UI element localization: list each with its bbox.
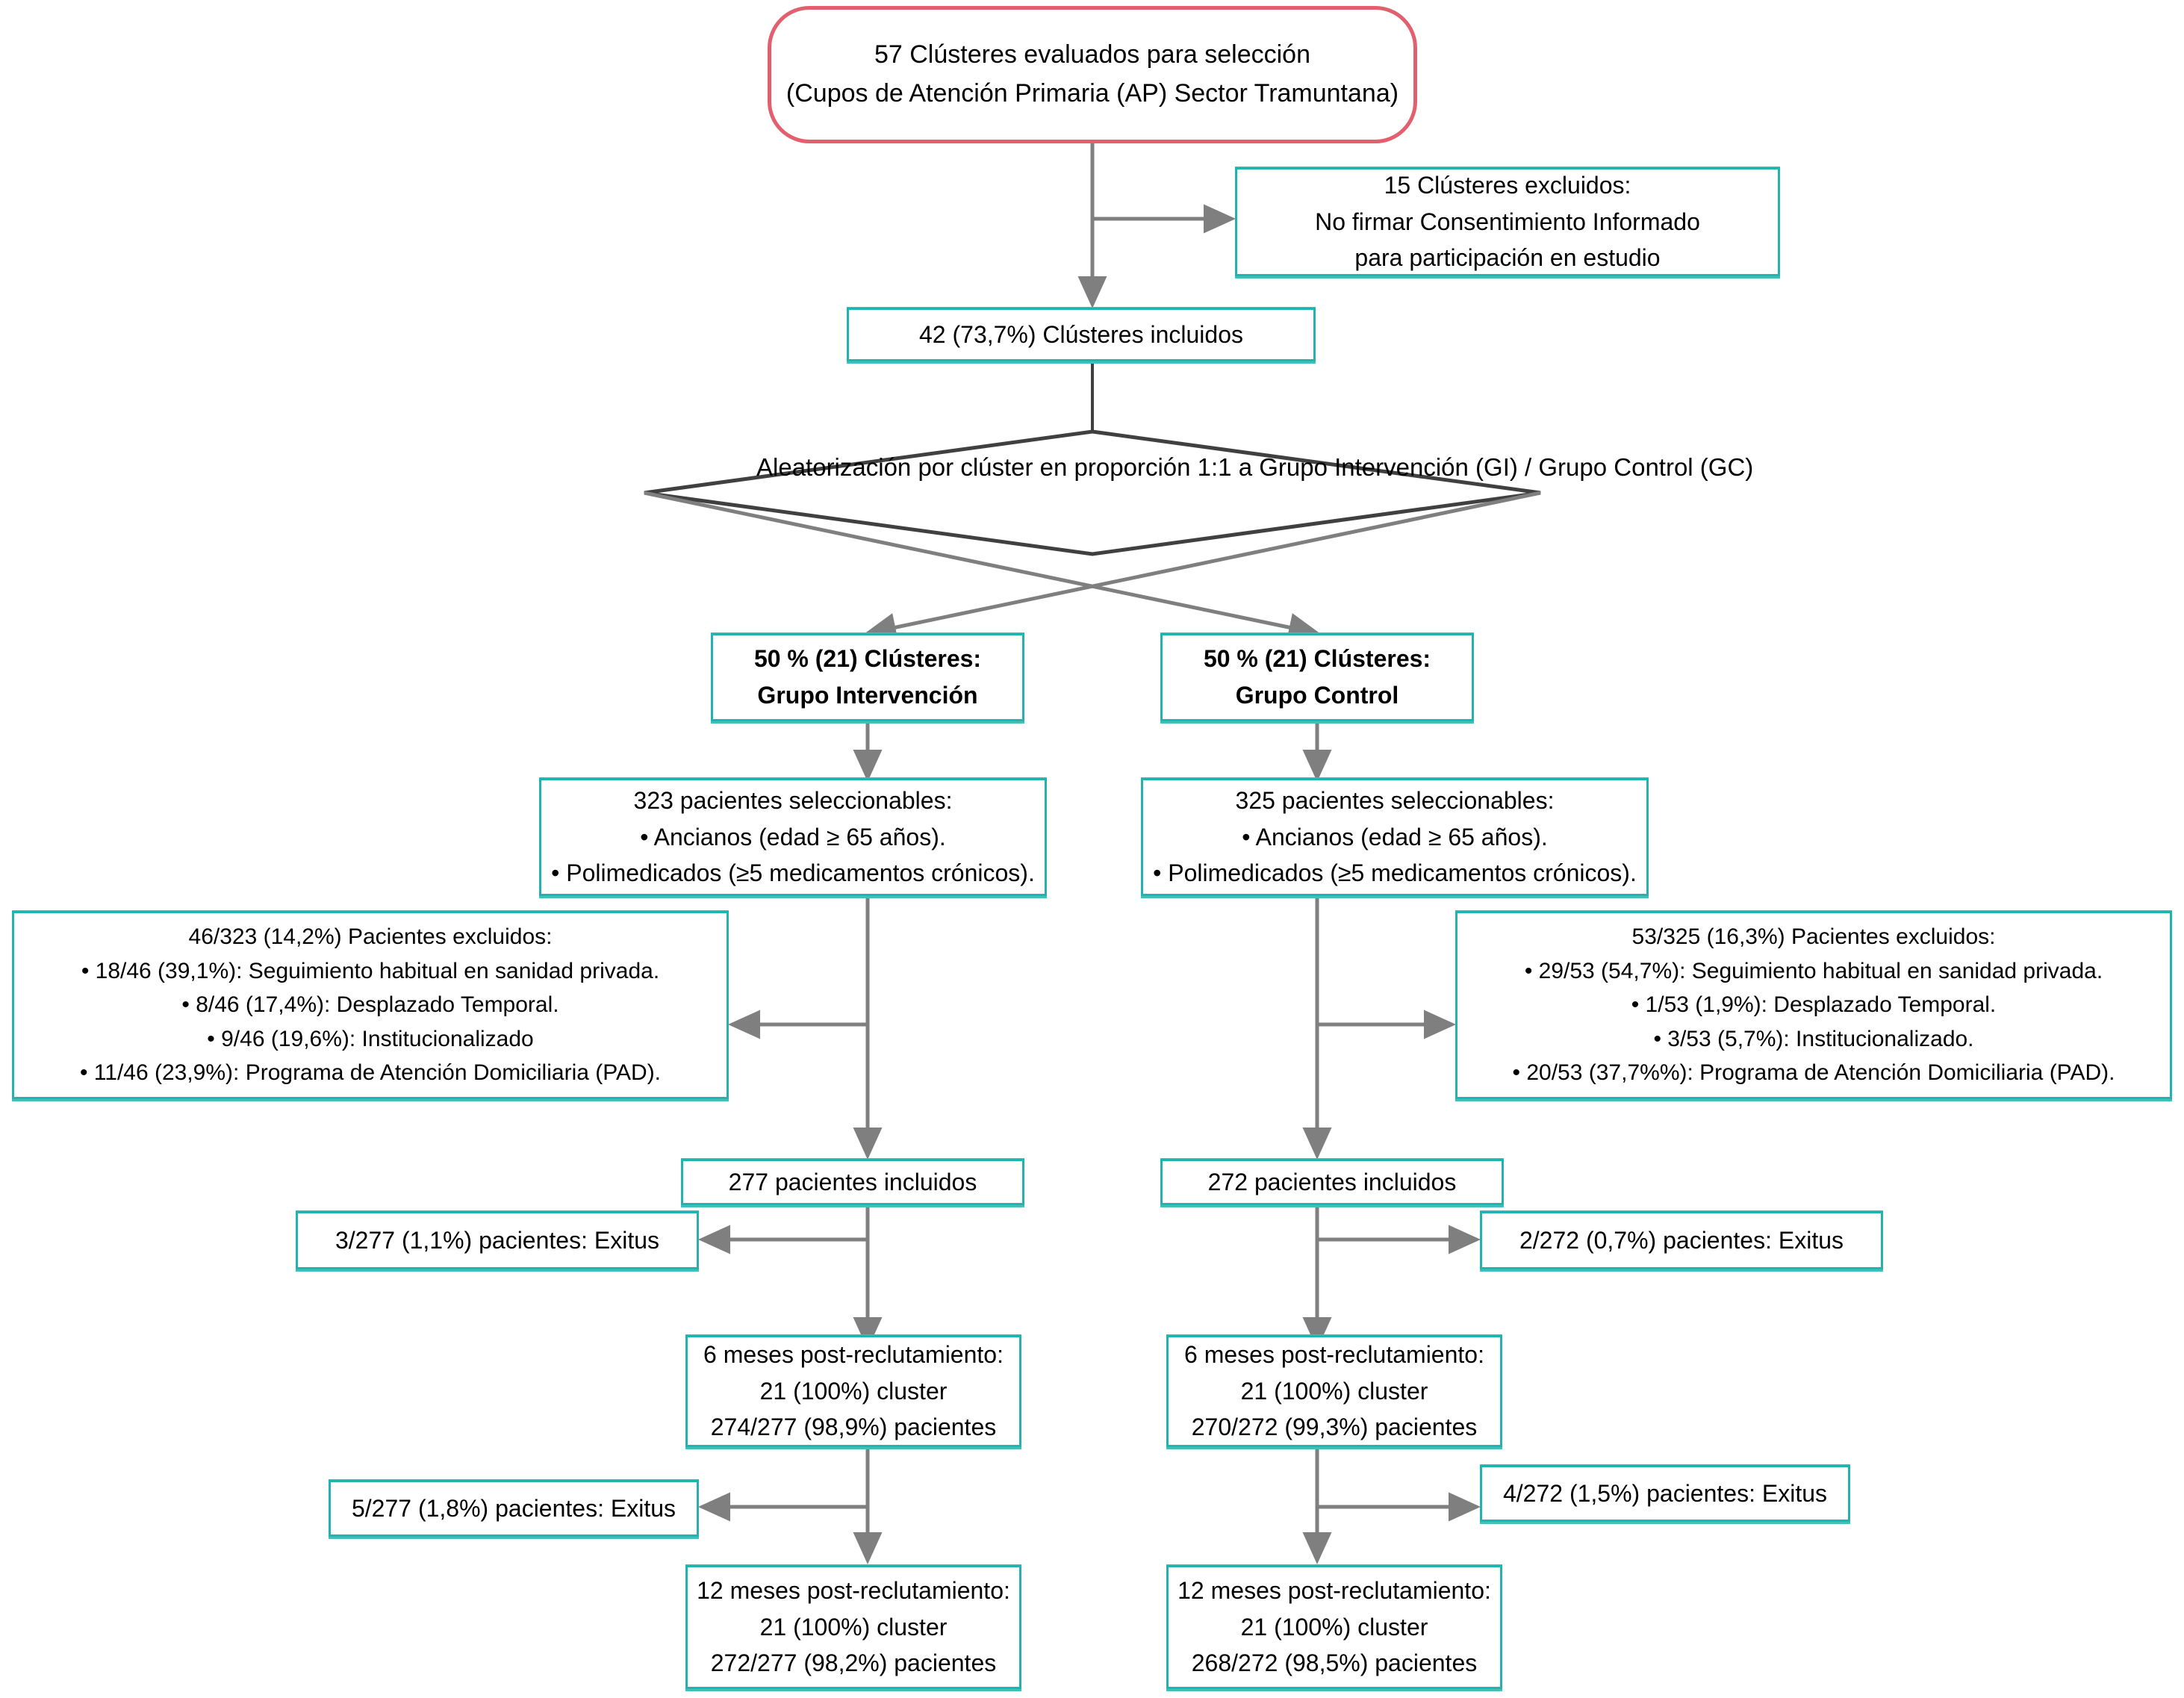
node-line: 274/277 (98,9%) pacientes <box>710 1414 997 1441</box>
node-line: 2/272 (0,7%) pacientes: Exitus <box>1519 1226 1844 1254</box>
node-followup-12m-intervention: 12 meses post-reclutamiento: 21 (100%) c… <box>685 1565 1021 1689</box>
node-line: 53/325 (16,3%) Pacientes excluidos: <box>1631 924 1996 950</box>
node-line: (Cupos de Atención Primaria (AP) Sector … <box>785 79 1399 108</box>
node-line: • Ancianos (edad ≥ 65 años). <box>640 823 946 850</box>
node-line: 268/272 (98,5%) pacientes <box>1191 1649 1478 1677</box>
node-line: 6 meses post-reclutamiento: <box>703 1341 1004 1369</box>
node-included-patients-intervention: 277 pacientes incluidos <box>681 1159 1024 1205</box>
node-line: • 8/46 (17,4%): Desplazado Temporal. <box>181 992 559 1018</box>
edge-randomization-to-intervention <box>864 491 1541 642</box>
node-eligible-patients-intervention: 323 pacientes seleccionables: • Ancianos… <box>539 778 1047 896</box>
node-line: Grupo Intervención (GI) / Grupo Control … <box>1259 453 1754 481</box>
node-followup-6m-intervention: 6 meses post-reclutamiento: 21 (100%) cl… <box>685 1335 1021 1447</box>
node-line: 12 meses post-reclutamiento: <box>697 1577 1010 1605</box>
node-line: 21 (100%) cluster <box>1240 1613 1428 1641</box>
node-line: 57 Clústeres evaluados para selección <box>874 40 1310 69</box>
edge-randomization-to-control <box>644 491 1321 642</box>
node-line: • 11/46 (23,9%): Programa de Atención Do… <box>79 1060 662 1086</box>
node-line: 46/323 (14,2%) Pacientes excluidos: <box>188 924 553 950</box>
node-line: 21 (100%) cluster <box>759 1377 948 1405</box>
node-line: 50 % (21) Clústeres: <box>753 645 982 673</box>
node-line: • 9/46 (19,6%): Institucionalizado <box>207 1026 534 1051</box>
node-line: Aleatorización por clúster en proporción… <box>756 453 1253 481</box>
node-exitus-6m-control: 2/272 (0,7%) pacientes: Exitus <box>1480 1211 1883 1269</box>
node-line: • 20/53 (37,7%%): Programa de Atención D… <box>1512 1060 2115 1086</box>
node-line: Grupo Control <box>1235 682 1399 709</box>
node-exitus-12m-control: 4/272 (1,5%) pacientes: Exitus <box>1480 1465 1850 1522</box>
node-line: 50 % (21) Clústeres: <box>1203 645 1431 673</box>
node-line: No firmar Consentimiento Informado <box>1315 208 1700 235</box>
node-line: 325 pacientes seleccionables: <box>1235 787 1555 815</box>
node-line: 272 pacientes incluidos <box>1207 1168 1457 1195</box>
node-line: • 29/53 (54,7%): Seguimiento habitual en… <box>1524 958 2103 983</box>
node-clusters-excluded: 15 Clústeres excluidos: No firmar Consen… <box>1235 167 1780 276</box>
node-line: 270/272 (99,3%) pacientes <box>1191 1414 1478 1441</box>
node-line: 4/272 (1,5%) pacientes: Exitus <box>1502 1479 1827 1507</box>
node-line: • 1/53 (1,9%): Desplazado Temporal. <box>1631 992 1997 1018</box>
node-line: Grupo Intervención <box>757 682 978 709</box>
node-line: • 3/53 (5,7%): Institucionalizado. <box>1653 1026 1974 1051</box>
node-followup-12m-control: 12 meses post-reclutamiento: 21 (100%) c… <box>1166 1565 1502 1689</box>
node-randomization-label: Aleatorización por clúster en proporción… <box>756 448 1753 486</box>
node-excluded-patients-control: 53/325 (16,3%) Pacientes excluidos: • 29… <box>1455 911 2172 1099</box>
node-line: • Ancianos (edad ≥ 65 años). <box>1242 823 1548 850</box>
node-line: • 18/46 (39,1%): Seguimiento habitual en… <box>81 958 660 983</box>
node-clusters-assessed: 57 Clústeres evaluados para selección (C… <box>768 6 1417 143</box>
node-line: 15 Clústeres excluidos: <box>1384 172 1631 199</box>
node-line: 42 (73,7%) Clústeres incluidos <box>919 320 1243 348</box>
node-line: 323 pacientes seleccionables: <box>633 787 953 815</box>
node-line: 6 meses post-reclutamiento: <box>1184 1341 1484 1369</box>
node-line: 21 (100%) cluster <box>1240 1377 1428 1405</box>
node-line: 272/277 (98,2%) pacientes <box>710 1649 997 1677</box>
node-exitus-12m-intervention: 5/277 (1,8%) pacientes: Exitus <box>329 1480 699 1537</box>
node-line: 5/277 (1,8%) pacientes: Exitus <box>351 1494 676 1522</box>
node-exitus-6m-intervention: 3/277 (1,1%) pacientes: Exitus <box>296 1211 699 1269</box>
node-clusters-included: 42 (73,7%) Clústeres incluidos <box>847 308 1316 361</box>
node-line: 12 meses post-reclutamiento: <box>1177 1577 1491 1605</box>
node-included-patients-control: 272 pacientes incluidos <box>1160 1159 1504 1205</box>
node-line: 277 pacientes incluidos <box>728 1168 977 1195</box>
node-arm-intervention: 50 % (21) Clústeres: Grupo Intervención <box>711 633 1024 721</box>
node-line: • Polimedicados (≥5 medicamentos crónico… <box>551 859 1035 887</box>
node-excluded-patients-intervention: 46/323 (14,2%) Pacientes excluidos: • 18… <box>12 911 729 1099</box>
node-eligible-patients-control: 325 pacientes seleccionables: • Ancianos… <box>1141 778 1649 896</box>
node-line: • Polimedicados (≥5 medicamentos crónico… <box>1153 859 1637 887</box>
node-line: para participación en estudio <box>1354 244 1661 272</box>
node-line: 3/277 (1,1%) pacientes: Exitus <box>335 1226 659 1254</box>
node-followup-6m-control: 6 meses post-reclutamiento: 21 (100%) cl… <box>1166 1335 1502 1447</box>
node-line: 21 (100%) cluster <box>759 1613 948 1641</box>
node-arm-control: 50 % (21) Clústeres: Grupo Control <box>1160 633 1474 721</box>
